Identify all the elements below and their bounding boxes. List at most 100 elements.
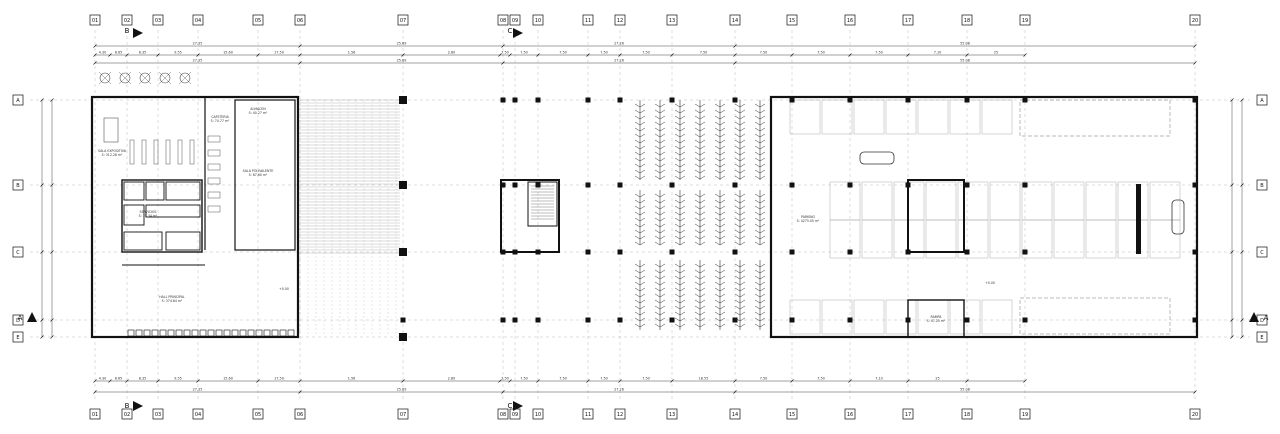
dim-vertical-tick [1240, 335, 1244, 339]
tree-branch [699, 211, 706, 216]
dim-vertical-tick [40, 98, 44, 102]
tree-branch [694, 299, 701, 304]
tree-branch [759, 169, 766, 174]
dim-top-overall-2-tick [1193, 61, 1197, 65]
room-name: RAMPA [931, 315, 943, 319]
tree-branch [734, 193, 741, 198]
tree-branch [694, 223, 701, 228]
tree-branch [714, 269, 721, 274]
structural-column [535, 182, 541, 188]
tree-branch [734, 311, 741, 316]
tree-branch [699, 169, 706, 174]
tree-branch [759, 157, 766, 162]
tree-branch [694, 139, 701, 144]
col-bubble-19-bottom [1019, 408, 1031, 420]
col-bubble-18-bottom [961, 408, 973, 420]
tree-branch [659, 217, 666, 222]
tree-branch [754, 293, 761, 298]
row-bubble-label: D [1260, 318, 1264, 324]
tree-branch [634, 193, 641, 198]
tree-branch [674, 311, 681, 316]
tree-branch [719, 311, 726, 316]
tree-branch [659, 293, 666, 298]
parking-outer-wall [769, 95, 1199, 339]
parking-stall-mid-a [829, 181, 861, 221]
tree-branch [759, 223, 766, 228]
tree-branch [739, 145, 746, 150]
facade-window [151, 329, 159, 337]
dim-vertical-tick [40, 250, 44, 254]
col-bubble-03-top [152, 14, 164, 26]
tree-branch [634, 175, 641, 180]
tree-branch [694, 229, 701, 234]
structural-column [617, 249, 623, 255]
col-bubble-20-top [1189, 14, 1201, 26]
dim-bottom-overall-value: 27.26 [614, 388, 624, 392]
tree-branch [719, 169, 726, 174]
dim-bottom-detail-value: 2.80 [448, 377, 456, 381]
display-case [153, 139, 159, 165]
tree-branch [754, 175, 761, 180]
row-bubble-label: A [16, 98, 20, 104]
tree-branch [719, 145, 726, 150]
tree-branch [674, 287, 681, 292]
dim-vertical-tick [1240, 318, 1244, 322]
tree-branch [679, 169, 686, 174]
tree-branch [659, 299, 666, 304]
dim-vertical-tick [1240, 183, 1244, 187]
section-label-a: A [1264, 314, 1269, 322]
dim-top-detail-tick [1023, 53, 1027, 57]
structural-column [585, 317, 591, 323]
tree-branch [679, 299, 686, 304]
tree-branch [754, 205, 761, 210]
structural-column [789, 97, 795, 103]
tree-branch [734, 305, 741, 310]
tree-branch [694, 205, 701, 210]
tree-branch [659, 317, 666, 322]
tree-branch [674, 145, 681, 150]
col-bubble-18-top [961, 14, 973, 26]
tree-branch [699, 235, 706, 240]
tree-branch [759, 163, 766, 168]
structural-column [535, 249, 541, 255]
tree-branch [674, 133, 681, 138]
room-name: PARKING [801, 215, 816, 219]
parking-stall-top [949, 99, 981, 135]
tree-branch [634, 109, 641, 114]
tree-branch [759, 217, 766, 222]
row-bubble-C-left [12, 246, 24, 258]
tree-branch [714, 163, 721, 168]
dim-top-detail-value: 7.50 [700, 51, 708, 55]
dim-top-detail-tick [670, 53, 674, 57]
tree-branch [679, 235, 686, 240]
row-bubble-label: B [1260, 183, 1264, 189]
facade-window [247, 329, 255, 337]
tree-branch [694, 157, 701, 162]
section-label-c: C [508, 402, 513, 410]
col-bubble-05-top [252, 14, 264, 26]
dim-top-detail-tick [508, 53, 512, 57]
tree-branch [754, 157, 761, 162]
tree-branch [739, 269, 746, 274]
room-area: S: 87.60 m² [249, 173, 268, 177]
parking-stall-mid-a [925, 181, 957, 221]
tree-branch [659, 103, 666, 108]
structural-column [789, 182, 795, 188]
tree-branch [739, 205, 746, 210]
section-mark-c-bottom [513, 401, 523, 411]
structural-column [512, 249, 518, 255]
dim-vertical-tick [40, 335, 44, 339]
col-bubble-06-top [294, 14, 306, 26]
col-bubble-05-bottom [252, 408, 264, 420]
tree-branch [694, 305, 701, 310]
parking-stall-top [853, 99, 885, 135]
tree-branch [754, 121, 761, 126]
tree-branch [639, 311, 646, 316]
col-bubble-label: 06 [297, 412, 303, 418]
tree-branch [634, 157, 641, 162]
tree-branch [679, 151, 686, 156]
display-case [177, 139, 183, 165]
col-bubble-label: 15 [789, 18, 795, 24]
dim-top-detail-value: 7.50 [642, 51, 650, 55]
